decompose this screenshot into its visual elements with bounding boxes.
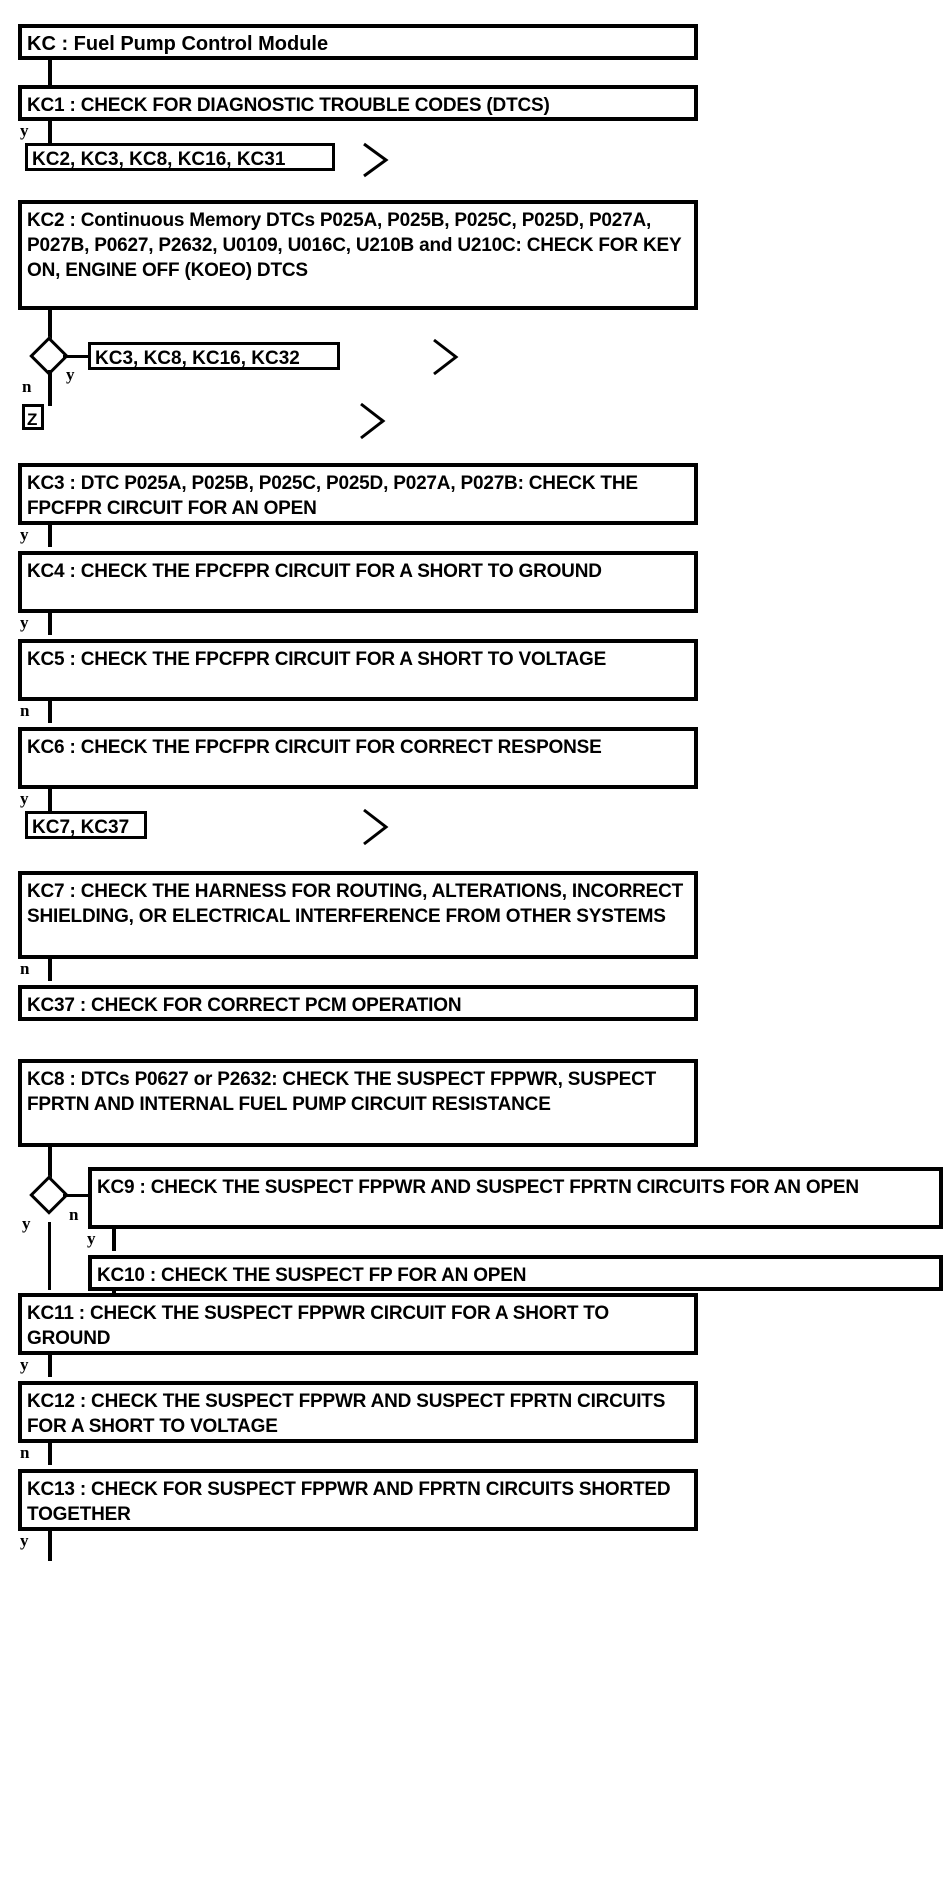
branch-label-KC2-yes: y [66,365,75,384]
node-KC4[interactable]: KC4 : CHECK THE FPCFPR CIRCUIT FOR A SHO… [18,551,698,613]
node-KC5[interactable]: KC5 : CHECK THE FPCFPR CIRCUIT FOR A SHO… [18,639,698,701]
node-KC6[interactable]: KC6 : CHECK THE FPCFPR CIRCUIT FOR CORRE… [18,727,698,789]
connector-KC13-to-next [48,1531,52,1561]
connector-KC-to-KC1 [48,60,52,85]
connector-KC1-to-ref1 [48,121,52,143]
node-KC12[interactable]: KC12 : CHECK THE SUSPECT FPPWR AND SUSPE… [18,1381,698,1443]
connector-decision-KC8-no [63,1194,89,1197]
branch-label-KC13-yes: y [20,1531,29,1550]
connector-KC6-to-ref3 [48,789,52,811]
connector-decision-KC2-yes [63,355,91,358]
offpage-arrow-icon-3 [357,400,391,442]
connector-KC8-yes-bypass [48,1222,51,1290]
branch-label-KC7-no: n [20,959,30,978]
branch-label-KC8-yes: y [22,1214,31,1233]
node-KC8[interactable]: KC8 : DTCs P0627 or P2632: CHECK THE SUS… [18,1059,698,1147]
connector-KC5-to-KC6 [48,701,52,723]
reference-chip-z[interactable]: Z [22,404,44,430]
reference-chip-kc3-kc8-kc16-kc32[interactable]: KC3, KC8, KC16, KC32 [88,342,340,370]
connector-KC3-to-KC4 [48,525,52,547]
node-KC2[interactable]: KC2 : Continuous Memory DTCs P025A, P025… [18,200,698,310]
reference-chip-kc7-kc37[interactable]: KC7, KC37 [25,811,147,839]
branch-label-KC3-yes: y [20,525,29,544]
branch-label-KC9-yes: y [87,1229,96,1248]
node-KC7[interactable]: KC7 : CHECK THE HARNESS FOR ROUTING, ALT… [18,871,698,959]
node-KC10[interactable]: KC10 : CHECK THE SUSPECT FP FOR AN OPEN [88,1255,943,1291]
offpage-arrow-icon-1 [360,140,394,180]
connector-KC4-to-KC5 [48,613,52,635]
connector-KC11-to-KC12 [48,1355,52,1377]
connector-KC12-to-KC13 [48,1443,52,1465]
branch-label-KC1-yes: y [20,121,29,140]
reference-chip-kc2-kc3-kc8-kc16-kc31[interactable]: KC2, KC3, KC8, KC16, KC31 [25,143,335,171]
node-KC9[interactable]: KC9 : CHECK THE SUSPECT FPPWR AND SUSPEC… [88,1167,943,1229]
node-KC13[interactable]: KC13 : CHECK FOR SUSPECT FPPWR AND FPRTN… [18,1469,698,1531]
branch-label-KC5-no: n [20,701,30,720]
node-KC1[interactable]: KC1 : CHECK FOR DIAGNOSTIC TROUBLE CODES… [18,85,698,121]
branch-label-KC2-no: n [22,377,32,396]
connector-KC8-to-decision [48,1147,52,1181]
connector-KC7-to-KC37 [48,959,52,981]
branch-label-KC4-yes: y [20,613,29,632]
connector-KC9-to-KC10 [112,1229,116,1251]
node-KC37[interactable]: KC37 : CHECK FOR CORRECT PCM OPERATION [18,985,698,1021]
connector-decision-KC2-no [48,370,52,406]
node-KC3[interactable]: KC3 : DTC P025A, P025B, P025C, P025D, P0… [18,463,698,525]
connector-KC2-to-decision [48,310,52,342]
offpage-arrow-icon-4 [360,806,394,848]
node-KC-title: KC : Fuel Pump Control Module [18,24,698,60]
branch-label-KC6-yes: y [20,789,29,808]
branch-label-KC8-no: n [69,1205,79,1224]
branch-label-KC12-no: n [20,1443,30,1462]
node-KC11[interactable]: KC11 : CHECK THE SUSPECT FPPWR CIRCUIT F… [18,1293,698,1355]
offpage-arrow-icon-2 [430,336,464,378]
branch-label-KC11-yes: y [20,1355,29,1374]
